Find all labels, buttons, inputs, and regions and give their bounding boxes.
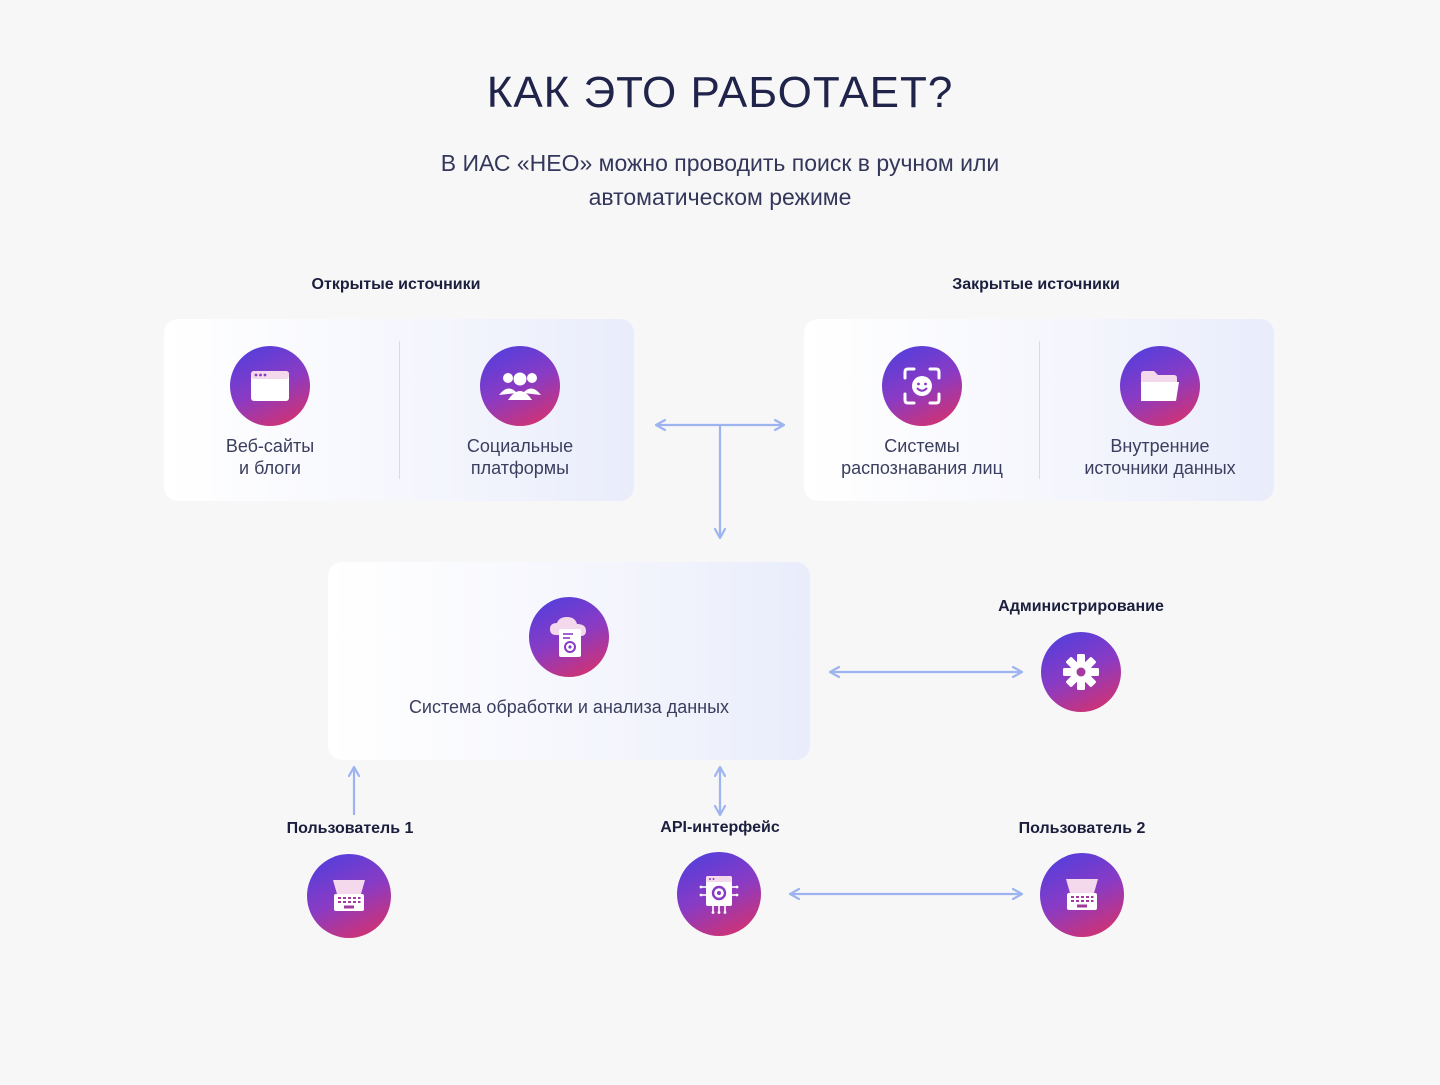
browser-window-icon <box>230 346 310 426</box>
open-sources-label: Открытые источники <box>311 276 481 293</box>
page-title: КАК ЭТО РАБОТАЕТ? <box>486 68 954 117</box>
gear-icon <box>1041 632 1121 712</box>
user2-label: Пользователь 2 <box>1018 820 1146 837</box>
social-platforms-caption: Социальные платформы <box>466 436 574 478</box>
face-recognition-caption: Системы распознавания лиц <box>841 436 1003 478</box>
folder-icon <box>1120 346 1200 426</box>
laptop-icon <box>1040 853 1124 937</box>
page-subtitle: В ИАС «НЕО» можно проводить поиск в ручн… <box>440 150 1000 210</box>
cloud-document-gear-icon <box>529 597 609 677</box>
panel-divider <box>1039 341 1040 479</box>
open-sources-panel: Веб-сайты и блоги Социальные платформы <box>164 319 634 501</box>
face-scan-icon <box>882 346 962 426</box>
core-system-caption: Система обработки и анализа данных <box>408 697 730 717</box>
websites-caption: Веб-сайты и блоги <box>225 436 315 478</box>
chip-gear-icon <box>677 852 761 936</box>
api-label: API-интерфейс <box>660 819 780 836</box>
user1-label: Пользователь 1 <box>286 820 414 837</box>
closed-sources-panel: Системы распознавания лиц Внутренние ист… <box>804 319 1274 501</box>
core-system-panel: Система обработки и анализа данных <box>328 562 810 760</box>
administration-label: Администрирование <box>998 598 1164 615</box>
laptop-icon <box>307 854 391 938</box>
panel-divider <box>399 341 400 479</box>
closed-sources-label: Закрытые источники <box>952 276 1120 293</box>
users-group-icon <box>480 346 560 426</box>
internal-sources-caption: Внутренние источники данных <box>1084 436 1236 478</box>
